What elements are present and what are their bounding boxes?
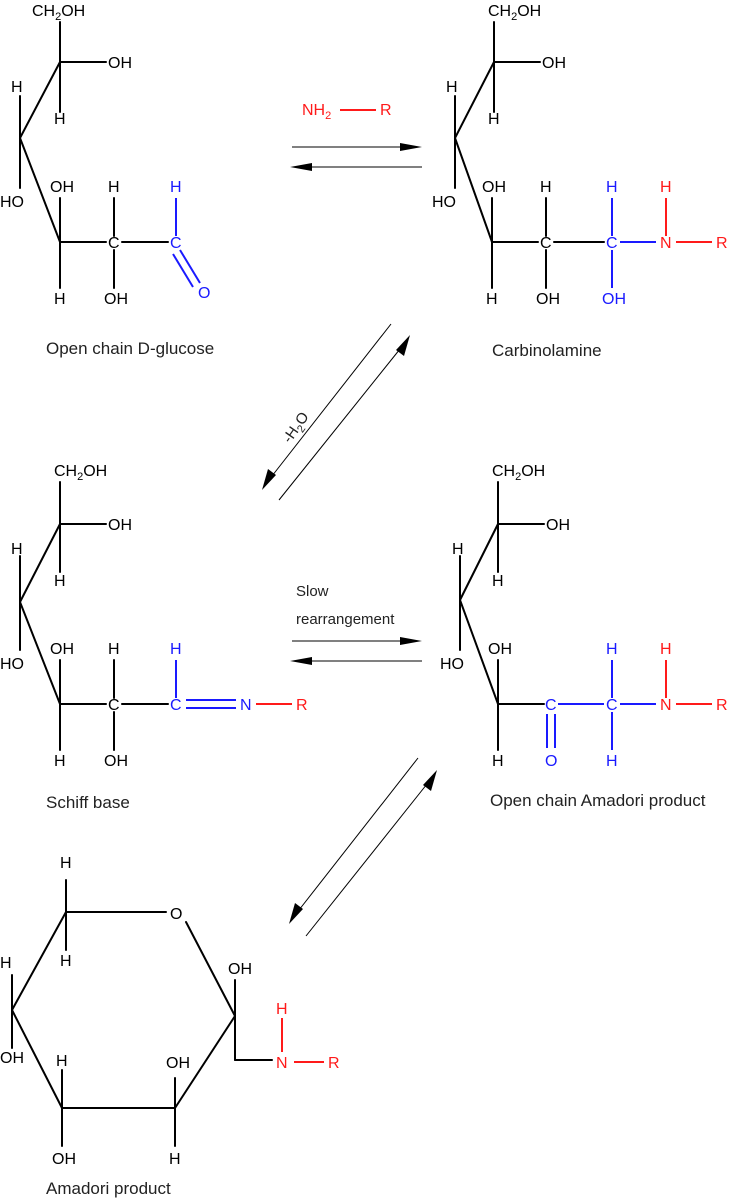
atom-label: CH2OH [492, 463, 545, 483]
atom-label: H [486, 291, 498, 308]
reagent-label: NH2 [302, 102, 331, 122]
rearrangement-label-line1: Slow [296, 583, 329, 600]
atom-label: C [606, 235, 618, 252]
atom-label: H [108, 641, 120, 658]
atom-label: HO [440, 656, 464, 673]
atom-label: CH2OH [488, 3, 541, 23]
atom-label: OH [536, 291, 560, 308]
equilibrium-arrows-rearrangement: Slow rearrangement [290, 583, 422, 665]
atom-label: R [296, 697, 308, 714]
atom-label: C [170, 235, 182, 252]
atom-label: OH [0, 1050, 24, 1067]
atom-label: H [11, 541, 23, 558]
caption-carbinolamine: Carbinolamine [492, 341, 602, 360]
atom-label: H [60, 855, 72, 872]
atom-label: H [60, 953, 72, 970]
atom-label: H [108, 179, 120, 196]
equilibrium-arrows-top [290, 143, 422, 171]
atom-label: C [108, 697, 120, 714]
atom-label: R [328, 1055, 340, 1072]
atom-label: C [108, 235, 120, 252]
atom-label: H [446, 79, 458, 96]
atom-label: N [240, 697, 252, 714]
equilibrium-arrows-dehydration: -H2O [262, 323, 410, 501]
rearrangement-label-line2: rearrangement [296, 611, 395, 628]
atom-label: H [606, 753, 618, 770]
atom-label: R [716, 235, 728, 252]
reagent-amine: NH2 R [302, 102, 392, 122]
atom-label: H [488, 111, 500, 128]
atom-label: H [606, 641, 618, 658]
atom-label: O [198, 285, 210, 302]
atom-label: H [170, 179, 182, 196]
atom-label: H [56, 1053, 68, 1070]
atom-label: HO [0, 194, 24, 211]
atom-label: H [54, 753, 66, 770]
atom-label: OH [50, 179, 74, 196]
atom-label: H [0, 955, 12, 972]
atom-label: OH [488, 641, 512, 658]
atom-label: H [276, 1001, 288, 1018]
structure-amadori-ring: O H H H OH OH H OH OH H H N R Amadori pr… [0, 855, 340, 1198]
atom-label: H [54, 291, 66, 308]
atom-label: OH [50, 641, 74, 658]
caption-amadori-product: Amadori product [46, 1179, 171, 1198]
atom-label: OH [52, 1151, 76, 1168]
atom-label: H [660, 179, 672, 196]
atom-label: OH [546, 517, 570, 534]
atom-label: N [660, 697, 672, 714]
atom-label: OH [104, 753, 128, 770]
atom-label: OH [104, 291, 128, 308]
atom-label: N [276, 1055, 288, 1072]
atom-label: N [660, 235, 672, 252]
caption-open-chain-glucose: Open chain D-glucose [46, 339, 214, 358]
equilibrium-arrows-cyclization [289, 757, 437, 937]
caption-schiff-base: Schiff base [46, 793, 130, 812]
atom-label: C [540, 235, 552, 252]
structure-schiff-base: CH2OH OH H H HO OH H C H OH H C N R Schi… [0, 463, 308, 812]
atom-label: H [492, 573, 504, 590]
atom-label: C [170, 697, 182, 714]
atom-label: H [54, 573, 66, 590]
atom-label: CH2OH [32, 3, 85, 23]
atom-label: H [492, 753, 504, 770]
atom-label: O [170, 906, 182, 923]
structure-open-chain-glucose: CH2OH OH H H HO OH H C H OH H C O Open c… [0, 3, 214, 358]
atom-label: H [170, 641, 182, 658]
atom-label: H [660, 641, 672, 658]
caption-open-chain-amadori: Open chain Amadori product [490, 791, 706, 810]
structure-open-chain-amadori: CH2OH OH H H HO OH H C O H C H H N R Ope… [440, 463, 728, 810]
reagent-label: R [380, 102, 392, 119]
atom-label: OH [228, 961, 252, 978]
atom-label: C [545, 697, 557, 714]
atom-label: H [54, 111, 66, 128]
atom-label: OH [108, 517, 132, 534]
atom-label: H [169, 1151, 181, 1168]
atom-label: HO [432, 194, 456, 211]
atom-label: OH [602, 291, 626, 308]
atom-label: O [545, 753, 557, 770]
atom-label: H [540, 179, 552, 196]
atom-label: OH [542, 55, 566, 72]
atom-label: OH [108, 55, 132, 72]
atom-label: H [11, 79, 23, 96]
structure-carbinolamine: CH2OH OH H H HO OH H C H OH H C OH H N R… [432, 3, 728, 360]
atom-label: C [606, 697, 618, 714]
atom-label: OH [482, 179, 506, 196]
atom-label: HO [0, 656, 24, 673]
atom-label: CH2OH [54, 463, 107, 483]
atom-label: H [452, 541, 464, 558]
atom-label: OH [166, 1055, 190, 1072]
atom-label: R [716, 697, 728, 714]
atom-label: H [606, 179, 618, 196]
